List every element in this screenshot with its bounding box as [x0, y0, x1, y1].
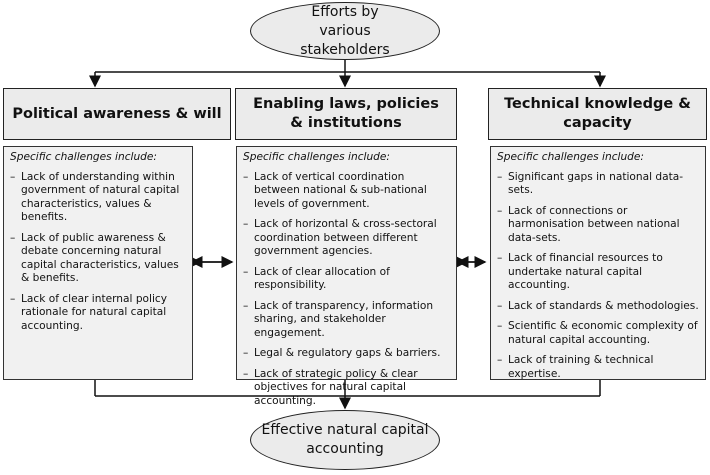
list-item: Lack of horizontal & cross-sectoral coor…: [243, 218, 450, 259]
list-item: Lack of training & technical expertise.: [497, 354, 699, 381]
list-item: Lack of understanding within government …: [10, 171, 186, 225]
list-item: Lack of connections or harmonisation bet…: [497, 205, 699, 246]
challenges-technical: Specific challenges include: Significant…: [490, 146, 706, 380]
header-label: Technical knowledge & capacity: [504, 96, 691, 131]
list-item: Lack of clear allocation of responsibili…: [243, 266, 450, 293]
lead-text: Specific challenges include:: [10, 151, 157, 163]
challenges-enabling: Specific challenges include: Lack of ver…: [236, 146, 457, 407]
list-item: Significant gaps in national data-sets.: [497, 171, 699, 198]
list-item: Lack of clear internal policy rationale …: [10, 293, 186, 334]
list-item: Lack of public awareness & debate concer…: [10, 232, 186, 286]
top-node-label: Efforts by various stakeholders: [300, 3, 390, 58]
top-node: Efforts by various stakeholders: [250, 2, 440, 60]
bottom-node-label: Effective natural capital accounting: [261, 422, 429, 457]
header-label: Enabling laws, policies & institutions: [253, 96, 439, 131]
list-item: Lack of transparency, information sharin…: [243, 300, 450, 341]
list-item: Legal & regulatory gaps & barriers.: [243, 347, 450, 361]
lead-text: Specific challenges include:: [497, 151, 644, 163]
bottom-node: Effective natural capital accounting: [250, 410, 440, 470]
challenges-political: Specific challenges include: Lack of und…: [3, 146, 193, 380]
column-header-technical: Technical knowledge & capacity: [488, 88, 707, 140]
header-label: Political awareness & will: [12, 105, 222, 122]
list-item: Lack of financial resources to undertake…: [497, 252, 699, 293]
column-header-enabling: Enabling laws, policies & institutions: [235, 88, 457, 140]
column-header-political: Political awareness & will: [3, 88, 231, 140]
list-item: Lack of strategic policy & clear objecti…: [243, 368, 450, 409]
list-item: Lack of vertical coordination between na…: [243, 171, 450, 212]
lead-text: Specific challenges include:: [243, 151, 390, 163]
list-item: Scientific & economic complexity of natu…: [497, 320, 699, 347]
list-item: Lack of standards & methodologies.: [497, 300, 699, 314]
